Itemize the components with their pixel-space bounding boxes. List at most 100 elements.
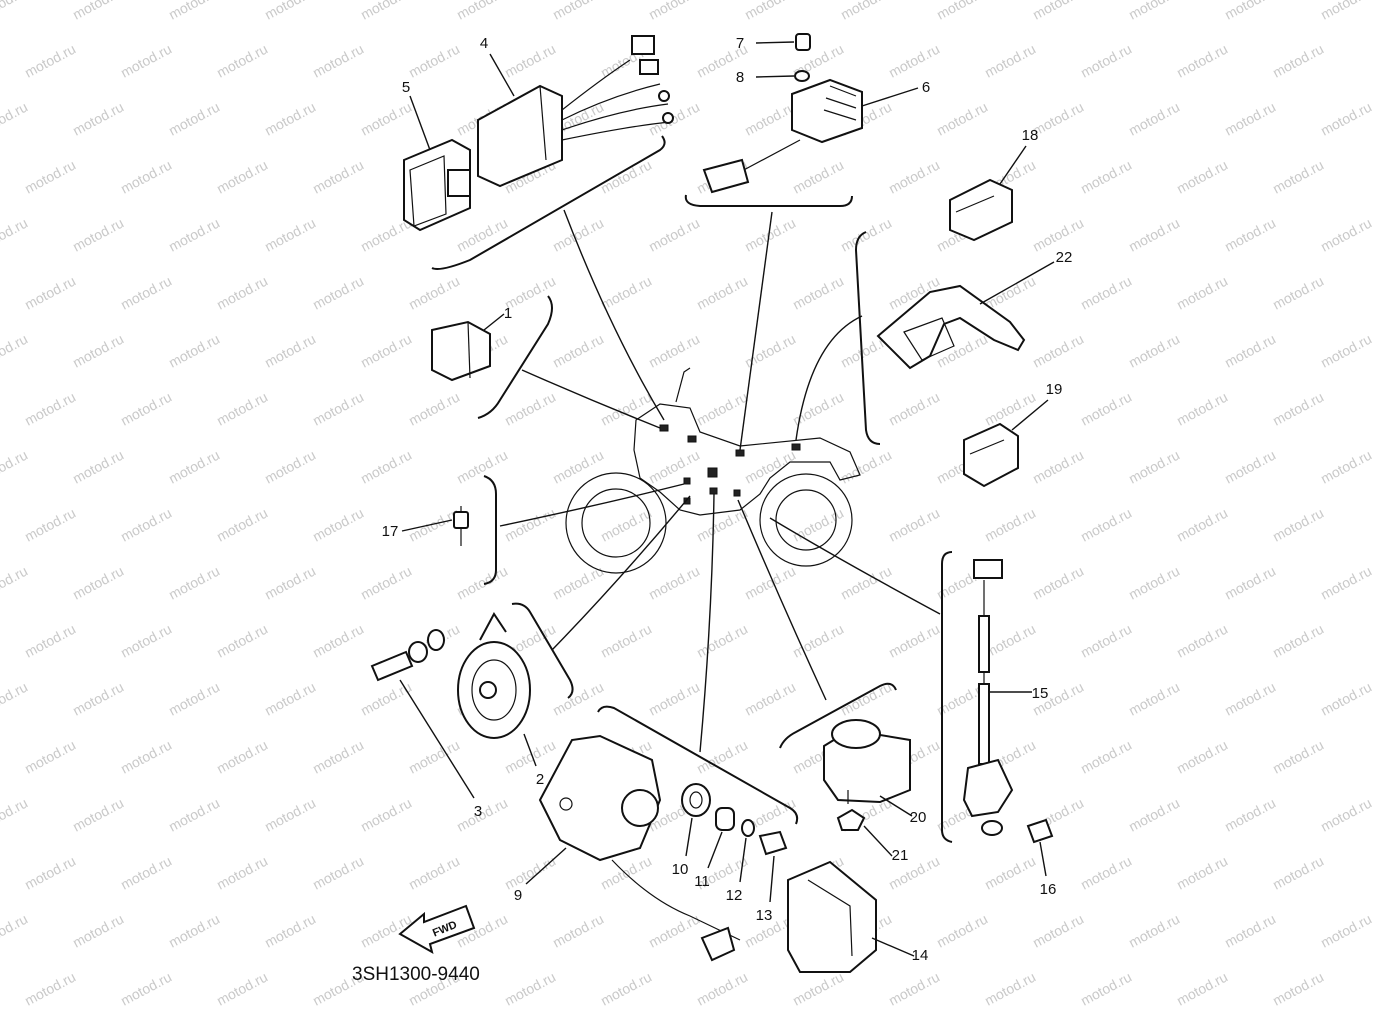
watermark-text: motod.ru bbox=[166, 99, 222, 139]
part-callout-4: 4 bbox=[480, 35, 515, 97]
watermark-text: motod.ru bbox=[646, 911, 702, 951]
watermark-text: motod.ru bbox=[1126, 679, 1182, 719]
leader-line bbox=[685, 817, 693, 857]
watermark-text: motod.ru bbox=[790, 273, 846, 313]
watermark-text: motod.ru bbox=[646, 215, 702, 255]
watermark-text: motod.ru bbox=[0, 563, 30, 603]
watermark-text: motod.ru bbox=[310, 853, 366, 893]
part-number-label: 15 bbox=[1032, 685, 1049, 702]
part-callout-21: 21 bbox=[863, 825, 908, 864]
watermark-text: motod.ru bbox=[1318, 679, 1374, 719]
part-number-label: 19 bbox=[1046, 381, 1063, 398]
watermark-text: motod.ru bbox=[1174, 389, 1230, 429]
part-number-label: 10 bbox=[672, 861, 689, 878]
watermark-text: motod.ru bbox=[742, 215, 798, 255]
watermark-text: motod.ru bbox=[118, 737, 174, 777]
watermark-text: motod.ru bbox=[0, 0, 30, 23]
watermark-text: motod.ru bbox=[70, 447, 126, 487]
watermark-text: motod.ru bbox=[22, 41, 78, 81]
watermark-text: motod.ru bbox=[934, 0, 990, 23]
leader-line bbox=[755, 41, 795, 44]
watermark-text: motod.ru bbox=[1270, 853, 1326, 893]
watermark-text: motod.ru bbox=[454, 215, 510, 255]
switch-sensor-icon bbox=[453, 506, 469, 546]
buzzer-icon bbox=[823, 719, 911, 804]
washer-icon-12 bbox=[741, 819, 755, 837]
watermark-text: motod.ru bbox=[1078, 273, 1134, 313]
watermark-text: motod.ru bbox=[1318, 99, 1374, 139]
watermark-text: motod.ru bbox=[1222, 215, 1278, 255]
watermark-text: motod.ru bbox=[0, 215, 30, 255]
watermark-text: motod.ru bbox=[0, 679, 30, 719]
watermark-text: motod.ru bbox=[22, 969, 78, 1009]
part-callout-16: 16 bbox=[1039, 841, 1056, 898]
part-callout-8: 8 bbox=[736, 69, 795, 86]
part-callout-15: 15 bbox=[990, 685, 1048, 702]
watermark-text: motod.ru bbox=[22, 273, 78, 313]
watermark-text: motod.ru bbox=[646, 447, 702, 487]
watermark-text: motod.ru bbox=[214, 389, 270, 429]
watermark-text: motod.ru bbox=[1174, 505, 1230, 545]
watermark-text: motod.ru bbox=[262, 215, 318, 255]
part-callout-20: 20 bbox=[879, 795, 926, 826]
part-number-label: 8 bbox=[736, 69, 744, 86]
leader-line bbox=[409, 95, 431, 151]
cdi-unit-icon bbox=[477, 35, 674, 188]
watermark-text: motod.ru bbox=[1222, 0, 1278, 23]
leader-line bbox=[739, 837, 747, 883]
part-number-label: 7 bbox=[736, 35, 744, 52]
leader-line bbox=[525, 847, 567, 885]
watermark-text: motod.ru bbox=[118, 505, 174, 545]
watermark-text: motod.ru bbox=[1222, 795, 1278, 835]
watermark-text: motod.ru bbox=[0, 99, 30, 139]
horn-icon bbox=[457, 612, 531, 739]
part-callout-12: 12 bbox=[726, 837, 747, 904]
watermark-text: motod.ru bbox=[22, 505, 78, 545]
watermark-text: motod.ru bbox=[358, 0, 414, 23]
watermark-text: motod.ru bbox=[310, 389, 366, 429]
part-number-label: 3 bbox=[474, 803, 482, 820]
watermark-text: motod.ru bbox=[118, 853, 174, 893]
watermark-text: motod.ru bbox=[694, 737, 750, 777]
part-number-label: 9 bbox=[514, 887, 522, 904]
watermark-text: motod.ru bbox=[262, 99, 318, 139]
motorcycle-illustration bbox=[565, 367, 861, 574]
watermark-text: motod.ru bbox=[646, 0, 702, 23]
watermark-text: motod.ru bbox=[886, 41, 942, 81]
watermark-text: motod.ru bbox=[214, 157, 270, 197]
part-callout-17: 17 bbox=[382, 519, 453, 540]
watermark-text: motod.ru bbox=[454, 447, 510, 487]
watermark-text: motod.ru bbox=[1270, 505, 1326, 545]
watermark-text: motod.ru bbox=[1270, 273, 1326, 313]
watermark-text: motod.ru bbox=[646, 679, 702, 719]
watermark-text: motod.ru bbox=[166, 447, 222, 487]
washer-icon bbox=[794, 70, 810, 82]
leader-line bbox=[399, 679, 475, 799]
watermark-text: motod.ru bbox=[262, 0, 318, 23]
watermark-text: motod.ru bbox=[934, 911, 990, 951]
watermark-text: motod.ru bbox=[982, 389, 1038, 429]
watermark-text: motod.ru bbox=[1174, 853, 1230, 893]
part-callout-13: 13 bbox=[756, 855, 775, 924]
leader-line bbox=[871, 937, 915, 957]
watermark-text: motod.ru bbox=[886, 969, 942, 1009]
bracket-icon bbox=[876, 284, 1026, 370]
watermark-text: motod.ru bbox=[502, 853, 558, 893]
bolt-icon-3 bbox=[370, 629, 445, 682]
watermark-text: motod.ru bbox=[70, 795, 126, 835]
watermark-text: motod.ru bbox=[1222, 563, 1278, 603]
watermark-text: motod.ru bbox=[214, 737, 270, 777]
watermark-text: motod.ru bbox=[0, 911, 30, 951]
connection-lines bbox=[499, 209, 941, 753]
watermark-text: motod.ru bbox=[166, 911, 222, 951]
watermark-text: motod.ru bbox=[1078, 621, 1134, 661]
part-number-label: 22 bbox=[1056, 249, 1073, 266]
watermark-text: motod.ru bbox=[790, 505, 846, 545]
watermark-text: motod.ru bbox=[0, 795, 30, 835]
watermark-text: motod.ru bbox=[694, 273, 750, 313]
bolt-icon-16 bbox=[1026, 818, 1054, 844]
watermark-text: motod.ru bbox=[790, 157, 846, 197]
group-brackets bbox=[431, 135, 953, 843]
watermark-text: motod.ru bbox=[70, 563, 126, 603]
screw-icon bbox=[795, 33, 811, 51]
